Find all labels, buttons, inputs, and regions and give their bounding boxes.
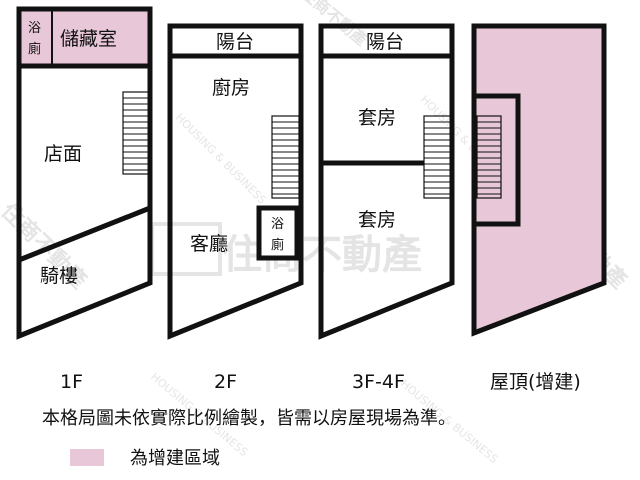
storage-fill xyxy=(19,9,150,66)
plan-1f: 浴 廁 儲藏室 店面 騎樓 1F xyxy=(16,6,153,393)
room-label-balcony-2f: 陽台 xyxy=(216,31,254,53)
stairs-3f4f xyxy=(423,115,452,199)
room-label-storage: 儲藏室 xyxy=(60,28,117,50)
plan-2f: 陽台 廚房 客廳 浴 廁 2F xyxy=(167,23,304,393)
room-label-suite-top: 套房 xyxy=(358,107,396,129)
room-label-living: 客廳 xyxy=(190,233,228,255)
watermark-sub-1: HOUSING & BUSINESS xyxy=(173,111,269,207)
plan-3f4f-outline xyxy=(318,23,455,340)
room-label-bath-2f-top: 浴 xyxy=(271,217,284,232)
plan-3f4f: 陽台 套房 套房 3F-4F xyxy=(318,23,455,393)
legend: 為增建區域 xyxy=(70,444,220,470)
room-label-bath-1f-top: 浴 xyxy=(28,21,41,36)
legend-swatch xyxy=(70,448,104,466)
plan-2f-outline xyxy=(167,23,304,340)
disclaimer-note: 本格局圖未依實際比例繪製，皆需以房屋現場為準。 xyxy=(42,408,456,429)
legend-label: 為增建區域 xyxy=(130,448,220,469)
stairs-2f xyxy=(271,115,300,199)
roof-stair-enclosure xyxy=(471,93,521,227)
stairs-roof xyxy=(476,115,502,199)
room-label-bath-2f-bottom: 廁 xyxy=(271,237,284,253)
floor-label-roof: 屋頂(增建) xyxy=(490,371,581,393)
room-label-suite-bottom: 套房 xyxy=(358,209,396,231)
plan-1f-wall-diag xyxy=(18,205,151,263)
floor-label-2f: 2F xyxy=(214,371,237,393)
room-label-arcade: 騎樓 xyxy=(40,265,78,287)
room-label-balcony-3f4f: 陽台 xyxy=(366,31,404,53)
stairs-1f xyxy=(122,91,151,175)
floor-label-3f4f: 3F-4F xyxy=(352,371,405,393)
bath-2f-box xyxy=(256,205,300,261)
room-label-kitchen: 廚房 xyxy=(212,76,250,99)
room-label-shop: 店面 xyxy=(44,143,82,165)
plan-1f-outline xyxy=(16,6,153,340)
plan-roof: 屋頂(增建) xyxy=(471,23,607,393)
room-label-bath-1f-bottom: 廁 xyxy=(28,41,41,57)
floor-label-1f: 1F xyxy=(60,371,83,393)
